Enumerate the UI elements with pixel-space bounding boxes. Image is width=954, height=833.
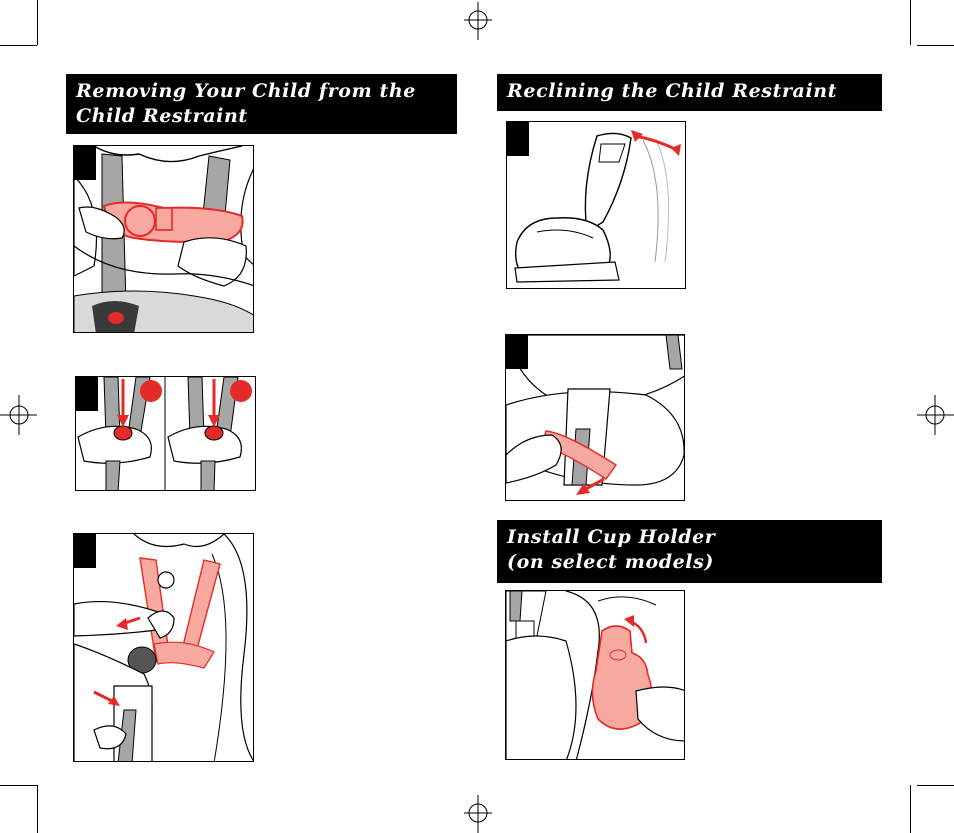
section-title-cup-line-1: Install Cup Holder (507, 526, 716, 548)
trim-mark-bottom-left-v (37, 785, 38, 833)
trim-mark-bottom-right-v (910, 785, 911, 833)
illustration-install-cup-holder (505, 590, 685, 760)
step-marker-box (76, 377, 98, 411)
crosshair-registration-icon (464, 2, 492, 40)
section-title-reclining: Reclining the Child Restraint (497, 74, 882, 111)
section-title-line-2: Child Restraint (76, 105, 248, 127)
trim-mark-top-left-v (37, 0, 38, 45)
section-title-cup-line-2: (on select models) (507, 551, 714, 573)
crosshair-registration-icon (0, 395, 37, 435)
section-title-line-1: Removing Your Child from the (76, 80, 416, 102)
trim-mark-bottom-right-h (917, 785, 954, 786)
section-title-cup-holder: Install Cup Holder (on select models) (497, 520, 882, 583)
trim-mark-bottom-left-h (0, 785, 37, 786)
illustration-recline-positions (506, 121, 686, 289)
illustration-press-release-buttons (75, 376, 256, 491)
crosshair-registration-icon (917, 395, 954, 435)
step-marker-box (506, 335, 528, 369)
trim-mark-top-left-h (0, 45, 37, 46)
step-marker-box (507, 122, 529, 156)
illustration-unbuckle-chest-clip (73, 145, 254, 333)
section-title-recline-text: Reclining the Child Restraint (507, 80, 838, 102)
illustration-loosen-harness (73, 533, 254, 762)
step-marker-box (74, 534, 96, 568)
trim-mark-top-right-v (910, 0, 911, 45)
illustration-pull-recline-handle (505, 334, 685, 501)
step-marker-box (74, 146, 96, 180)
trim-mark-top-right-h (917, 45, 954, 46)
section-title-removing-child: Removing Your Child from the Child Restr… (66, 74, 457, 134)
crosshair-registration-icon (464, 795, 492, 833)
